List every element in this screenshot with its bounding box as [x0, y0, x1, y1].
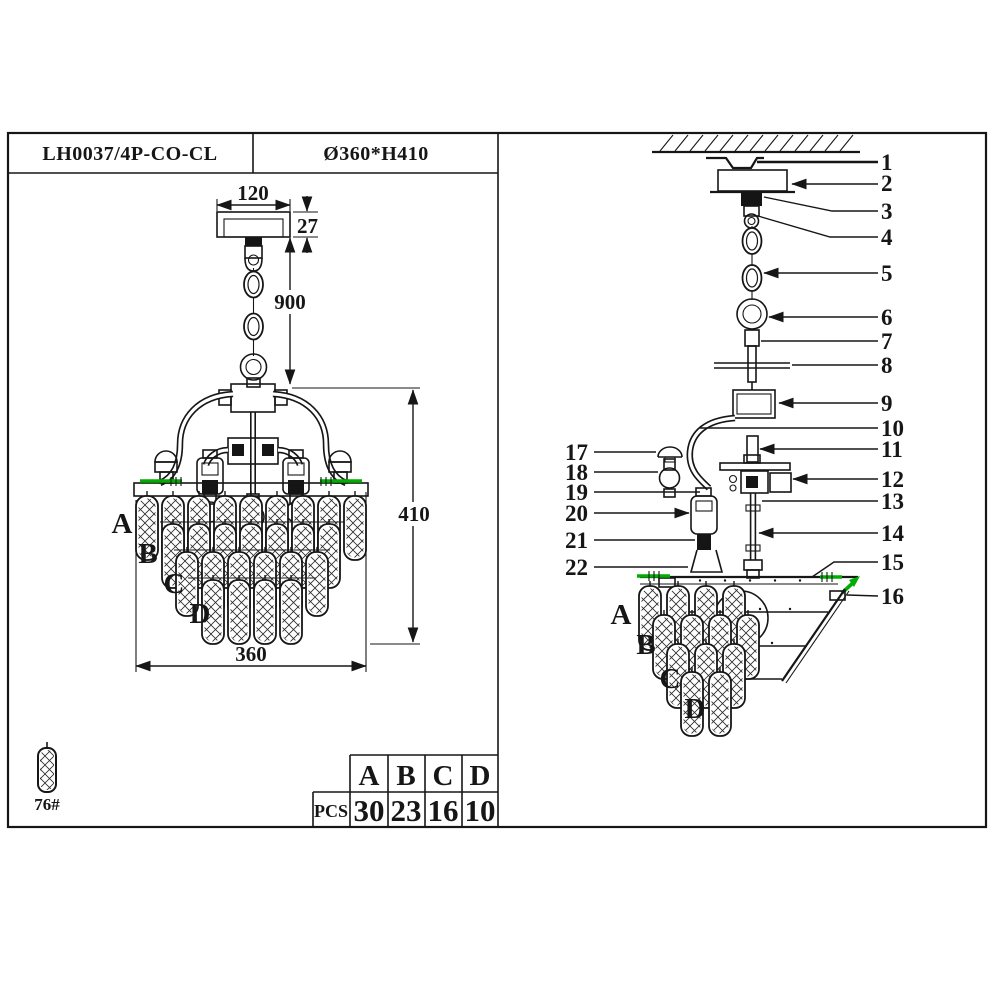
- table-value-d: 10: [465, 793, 496, 828]
- part-number: 9: [881, 391, 893, 416]
- hook-bracket-assembly: [719, 454, 792, 494]
- table-header-b: B: [396, 760, 415, 792]
- part-number: 3: [881, 199, 893, 224]
- part-number: 19: [565, 480, 588, 505]
- dim-canopy-height: 27: [297, 214, 318, 238]
- tier-label-c-right: C: [660, 663, 681, 695]
- hanging-chain: [239, 245, 268, 388]
- part-number: 17: [565, 440, 588, 465]
- part-number: 5: [881, 261, 893, 286]
- tier-label-d-right: D: [685, 693, 706, 725]
- drawing-frame: LH0037/4P-CO-CL Ø360*H410: [6, 131, 988, 829]
- part-number: 16: [881, 584, 904, 609]
- crystal-code-legend: 76#: [34, 742, 60, 814]
- part-number: 22: [565, 555, 588, 580]
- part-number: 12: [881, 467, 904, 492]
- fixture-size: Ø360*H410: [323, 143, 429, 165]
- socket-stem: [663, 458, 676, 471]
- ring-clip: [829, 590, 846, 601]
- part-number: 1: [881, 150, 893, 175]
- canopy-assembly: 120 27: [216, 181, 318, 253]
- dim-body-width: 360: [235, 642, 267, 666]
- outer-border: [6, 131, 988, 829]
- crystal-drop: [305, 546, 329, 617]
- crystal-tiers-front-view: [135, 490, 367, 645]
- exploded-ring: [736, 298, 768, 330]
- socket-nut: [658, 467, 681, 489]
- crystal-drop: [708, 666, 732, 737]
- part-number: 14: [881, 521, 905, 546]
- chain-link: [243, 270, 264, 299]
- table-header-d: D: [470, 760, 491, 792]
- part-leaders-right: [700, 160, 879, 601]
- mounting-screw: [741, 192, 762, 206]
- table-value-b: 23: [391, 793, 422, 828]
- part-numbers-right: 1 2 3 4 5 6 7 8 9 10 11 12 13 14 15 16: [881, 150, 905, 609]
- right-panel-exploded-view: A B C D 1 2 3 4: [565, 134, 905, 737]
- part-number: 11: [881, 437, 903, 462]
- part-number: 20: [565, 501, 588, 526]
- ceiling-hatch: [652, 134, 860, 154]
- chain-link: [243, 312, 264, 341]
- tier-label-c: C: [164, 568, 185, 600]
- part-number: 10: [881, 416, 904, 441]
- part-leaders-left: 17 18 19 20 21 22: [565, 440, 700, 580]
- part-number: 7: [881, 329, 893, 354]
- parts-count-table: A B C D PCS 30 23 16 10: [312, 754, 498, 828]
- tier-label-b-right: B: [636, 629, 655, 661]
- canopy-screw: [245, 237, 262, 246]
- table-value-a: 30: [354, 793, 385, 828]
- model-number: LH0037/4P-CO-CL: [42, 143, 217, 165]
- part-number: 21: [565, 528, 588, 553]
- part-number: 2: [881, 171, 893, 196]
- part-number: 6: [881, 305, 893, 330]
- outer-socket-left: [154, 450, 178, 463]
- dim-body-height: 410: [398, 502, 430, 526]
- lamp-sockets: [154, 449, 352, 495]
- part-number: 4: [881, 225, 893, 250]
- chain-link: [741, 227, 763, 255]
- hanging-ring: [239, 353, 268, 381]
- outer-socket-right: [328, 450, 352, 463]
- crystal-code-label: 76#: [34, 795, 60, 814]
- threaded-nipple: [746, 435, 759, 463]
- crystal-drop: [227, 574, 251, 645]
- ceiling-canopy: [216, 211, 291, 238]
- mounting-bracket: [706, 156, 764, 170]
- dim-canopy-width: 120: [237, 181, 269, 205]
- socket-skirt: [689, 549, 724, 573]
- table-value-c: 16: [428, 793, 459, 828]
- crystal-drop: [279, 574, 303, 645]
- bulb-holder: [697, 534, 711, 550]
- table-header-a: A: [359, 760, 380, 792]
- chain-link: [741, 264, 763, 292]
- dim-chain-length: 900: [274, 290, 306, 314]
- ring-diagonal: [781, 588, 846, 682]
- tier-label-a-right: A: [611, 599, 632, 631]
- tier-label-a: A: [112, 508, 133, 540]
- exploded-canopy: [717, 169, 788, 192]
- table-header-c: C: [433, 760, 454, 792]
- tier-label-b: B: [138, 538, 157, 570]
- candle-socket-body: [690, 495, 718, 535]
- chandelier-body: [158, 383, 348, 494]
- collar: [744, 329, 760, 347]
- socket-dome-cap: [657, 446, 683, 458]
- left-panel-dimensioned-view: 120 27 900: [112, 181, 434, 672]
- exploded-top-hub: [732, 389, 776, 419]
- threaded-rod: [747, 345, 757, 383]
- part-number: 15: [881, 550, 904, 575]
- tier-label-d: D: [190, 598, 211, 630]
- crystal-drop: [343, 490, 367, 561]
- part-number: 8: [881, 353, 893, 378]
- green-arrow-head: [849, 576, 860, 587]
- part-number: 13: [881, 489, 904, 514]
- top-hub: [230, 383, 276, 413]
- crystal-drop: [253, 574, 277, 645]
- part-number: 18: [565, 460, 588, 485]
- table-row-label: PCS: [314, 801, 348, 821]
